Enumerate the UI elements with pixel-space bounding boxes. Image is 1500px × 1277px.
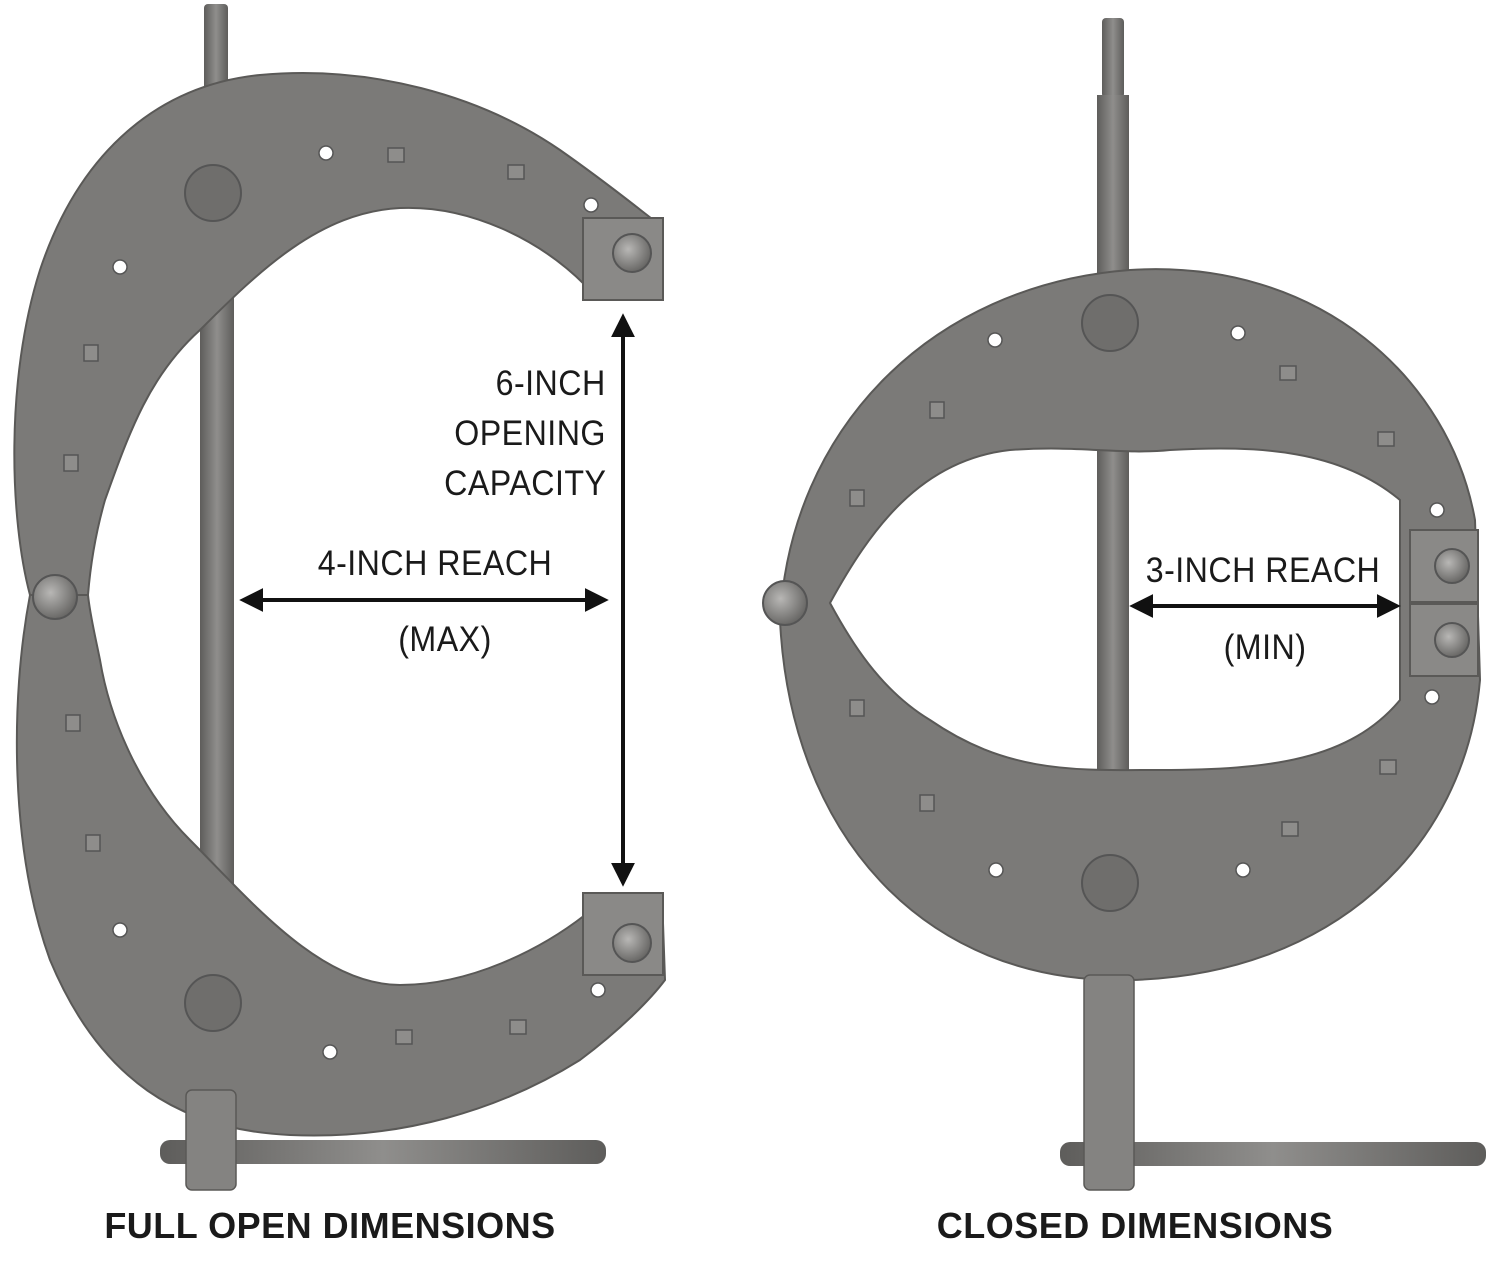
opening-label-line2: OPENING — [454, 414, 606, 453]
open-clamp-hinge-pin — [32, 574, 78, 620]
open-clamp-tabs — [63, 147, 527, 1045]
open-clamp-bottom-pin — [612, 923, 652, 963]
open-clamp-top-pin — [612, 233, 652, 273]
max-reach-qualifier: (MAX) — [398, 620, 492, 659]
open-clamp — [13, 4, 667, 1191]
closed-clamp-handle-bar — [1060, 1142, 1486, 1166]
open-clamp-lower-arm — [15, 594, 667, 1137]
open-clamp-upper-boss — [184, 164, 242, 222]
closed-clamp-tabs — [849, 365, 1397, 837]
open-clamp-holes — [112, 145, 606, 1060]
closed-clamp-lower-boss — [1081, 854, 1139, 912]
max-reach-label: 4-INCH REACH — [317, 544, 553, 583]
open-clamp-lower-boss — [184, 974, 242, 1032]
closed-clamp-handle-hub — [1083, 974, 1135, 1191]
open-clamp-handle-hub — [185, 1089, 237, 1191]
closed-clamp-holes — [987, 325, 1445, 878]
opening-label-line1: 6-INCH — [495, 364, 606, 403]
closed-clamp — [762, 18, 1486, 1191]
full-open-caption: FULL OPEN DIMENSIONS — [104, 1205, 556, 1246]
closed-caption: CLOSED DIMENSIONS — [936, 1205, 1334, 1246]
closed-clamp-hinge-pin — [762, 580, 808, 626]
min-reach-label: 3-INCH REACH — [1145, 551, 1381, 590]
closed-clamp-lower-pin — [1434, 622, 1470, 658]
opening-label-line3: CAPACITY — [443, 464, 606, 503]
closed-clamp-upper-pin — [1434, 548, 1470, 584]
closed-clamp-hex-bit — [1102, 18, 1124, 98]
closed-clamp-upper-boss — [1081, 294, 1139, 352]
min-reach-qualifier: (MIN) — [1223, 628, 1307, 667]
open-clamp-upper-arm — [13, 72, 664, 596]
open-clamp-handle-bar — [160, 1140, 606, 1164]
open-clamp-hex-bit — [204, 4, 228, 96]
